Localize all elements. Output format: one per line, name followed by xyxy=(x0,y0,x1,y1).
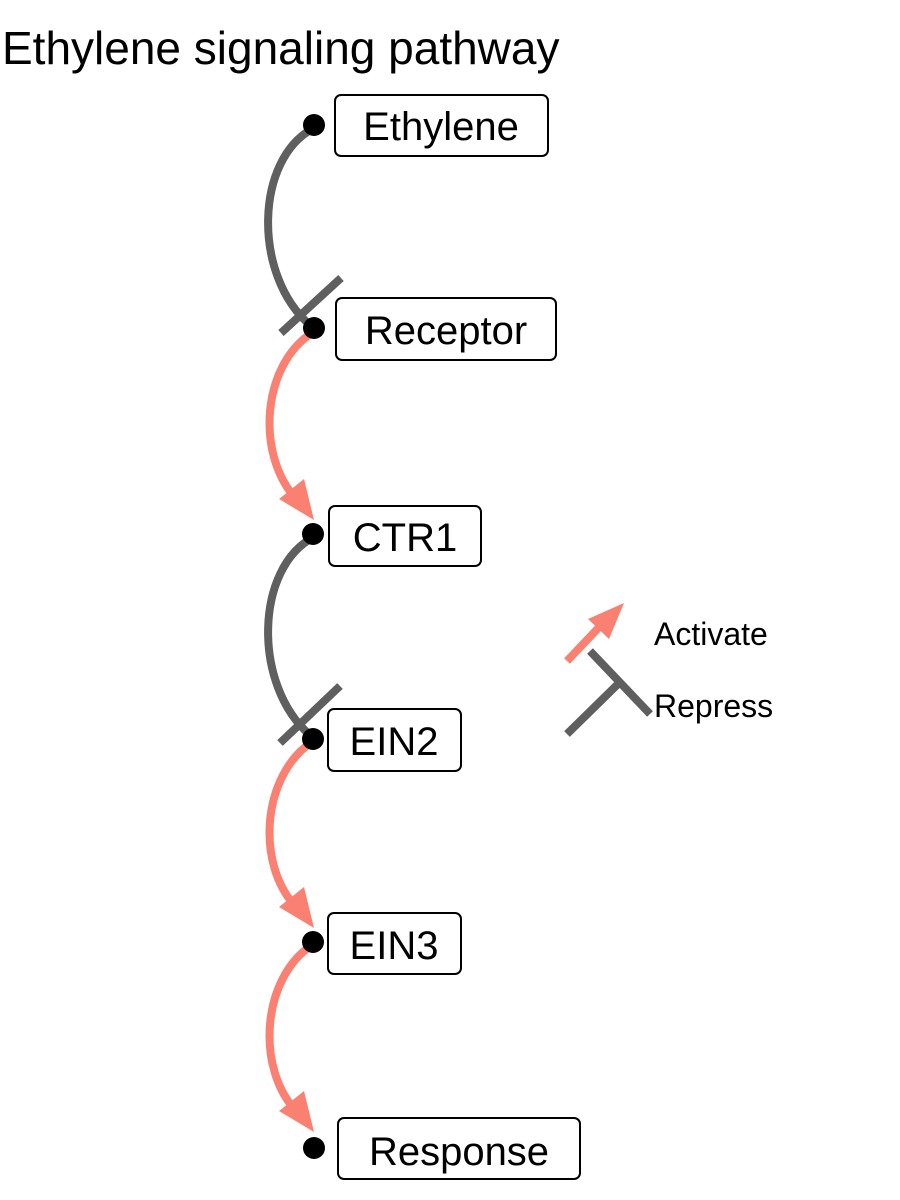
node-ein3: EIN3 xyxy=(302,912,462,975)
node-response: Response xyxy=(303,1117,581,1180)
arrowhead-ctr1 xyxy=(279,479,314,520)
node-ein2: EIN2 xyxy=(302,708,462,772)
node-label: Response xyxy=(369,1130,549,1174)
edge-ein2-ein3 xyxy=(265,738,316,912)
node-dot xyxy=(303,317,325,339)
node-label: EIN3 xyxy=(350,924,439,968)
edge-ethylene-receptor xyxy=(264,124,318,329)
arrowhead-response xyxy=(279,1091,314,1132)
node-dot xyxy=(303,1137,325,1159)
edge-ein3-response xyxy=(265,941,316,1116)
node-box xyxy=(327,708,462,772)
node-dot xyxy=(302,523,324,545)
legend-activate-label: Activate xyxy=(654,616,768,652)
node-label: EIN2 xyxy=(350,720,439,764)
node-box xyxy=(327,912,462,975)
arrowhead-ein3 xyxy=(279,887,314,928)
repress-bar-receptor xyxy=(278,275,344,336)
activate-arrowhead-icon xyxy=(588,603,624,639)
legend: Activate Repress xyxy=(564,603,773,737)
node-box xyxy=(335,297,557,361)
node-dot xyxy=(302,931,324,953)
legend-activate: Activate xyxy=(564,603,768,664)
activate-arrow-icon xyxy=(564,619,607,664)
diagram-title: Ethylene signaling pathway xyxy=(2,22,559,74)
repress-bar-ein2 xyxy=(277,683,343,746)
edges xyxy=(264,124,344,1132)
edge-receptor-ctr1 xyxy=(265,329,316,504)
legend-repress-label: Repress xyxy=(654,688,773,724)
edge-ctr1-ein2 xyxy=(264,533,318,739)
node-ethylene: Ethylene xyxy=(303,94,549,157)
repress-stem-icon xyxy=(564,681,621,737)
node-dot xyxy=(303,114,325,136)
node-box xyxy=(334,94,549,157)
node-box xyxy=(328,505,482,567)
node-label: CTR1 xyxy=(353,516,457,560)
repress-bar-icon xyxy=(587,648,653,717)
node-label: Ethylene xyxy=(363,105,519,149)
legend-repress: Repress xyxy=(564,648,773,737)
node-dot xyxy=(302,728,324,750)
node-box xyxy=(337,1117,581,1180)
node-label: Receptor xyxy=(365,309,527,353)
node-ctr1: CTR1 xyxy=(302,505,482,567)
node-receptor: Receptor xyxy=(303,297,557,361)
